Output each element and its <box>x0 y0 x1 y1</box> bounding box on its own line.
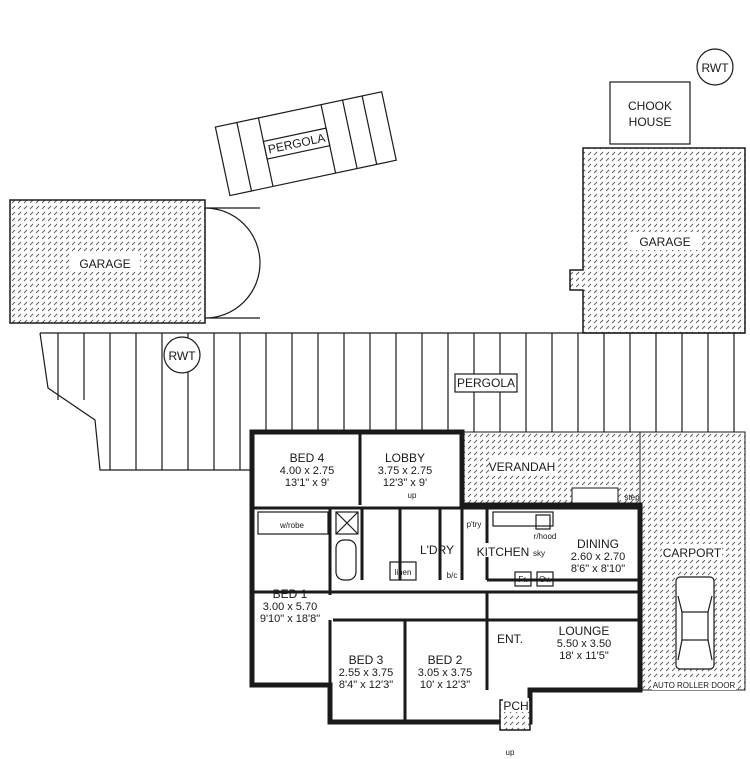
chook-label-2: HOUSE <box>629 115 672 129</box>
room-name: L'DRY <box>420 543 454 557</box>
carport: CARPORT AUTO ROLLER DOOR <box>639 431 746 691</box>
verandah: VERANDAH step <box>461 431 641 506</box>
room-lounge: LOUNGE 5.50 x 3.50 18' x 11'5" <box>557 624 611 662</box>
room-imperial: 9'10" x 18'8" <box>260 613 320 625</box>
chook-label-1: CHOOK <box>628 99 672 113</box>
room-bed4: BED 4 4.00 x 2.75 13'1" x 9' <box>280 451 334 489</box>
room-name: KITCHEN <box>477 545 530 559</box>
room-bed2: BED 2 3.05 x 3.75 10' x 12'3" <box>418 653 472 691</box>
room-metric: 2.55 x 3.75 <box>339 667 393 679</box>
room-name: ENT. <box>497 632 523 646</box>
room-metric: 5.50 x 3.50 <box>557 638 611 650</box>
rainwater-tank-top: RWT <box>696 48 734 86</box>
room-name: DINING <box>577 537 619 551</box>
cooktop-icon <box>535 514 551 530</box>
room-imperial: 13'1" x 9' <box>285 477 329 489</box>
carport-label: CARPORT <box>663 546 722 560</box>
room-entry: ENT. <box>497 632 523 646</box>
up-label: up <box>506 748 515 757</box>
room-name: BED 4 <box>290 451 325 465</box>
pergola-main: PERGOLA RWT <box>39 332 745 471</box>
rwt-left-label: RWT <box>168 349 196 363</box>
garage-right: GARAGE <box>569 147 746 334</box>
sink-icon <box>492 511 554 527</box>
wrobe-label: w/robe <box>279 521 305 530</box>
rainwater-tank-left <box>163 336 201 374</box>
room-metric: 2.60 x 2.70 <box>571 551 625 563</box>
room-name: PCH <box>503 699 528 713</box>
garage-left-label: GARAGE <box>79 257 130 271</box>
room-metric: 3.00 x 5.70 <box>263 601 317 613</box>
pergola-top: PERGOLA <box>214 91 397 197</box>
broom-cupboard-label: b/c <box>447 571 458 580</box>
room-dining: DINING 2.60 x 2.70 8'6" x 8'10" <box>571 537 625 575</box>
verandah-label: VERANDAH <box>489 460 556 474</box>
room-metric: 3.75 x 2.75 <box>378 465 432 477</box>
fridge-label: Fr. <box>518 575 527 584</box>
room-imperial: 8'6" x 8'10" <box>571 563 625 575</box>
room-name: LOBBY <box>385 451 425 465</box>
room-laundry: L'DRY linen b/c <box>395 543 458 580</box>
rwt-label: RWT <box>701 61 729 75</box>
garage-right-label: GARAGE <box>639 235 690 249</box>
room-name: LOUNGE <box>559 624 610 638</box>
step-label: step <box>624 493 640 502</box>
shower-icon <box>335 511 359 535</box>
pergola-main-label: PERGOLA <box>457 376 515 390</box>
linen-label: linen <box>395 568 412 577</box>
oven-label: Ov. <box>539 575 551 584</box>
chook-house: CHOOK HOUSE <box>609 81 691 145</box>
rangehood-label: r/hood <box>534 532 557 541</box>
roller-door-label: AUTO ROLLER DOOR <box>653 681 736 690</box>
bath-icon <box>335 539 357 581</box>
room-name: BED 2 <box>428 653 463 667</box>
room-kitchen: p'try r/hood KITCHEN sky Fr. Ov. <box>467 520 557 584</box>
room-name: BED 1 <box>273 587 308 601</box>
garage-left: GARAGE <box>9 199 261 324</box>
room-lobby: LOBBY 3.75 x 2.75 12'3" x 9' up <box>378 451 432 500</box>
room-imperial: 10' x 12'3" <box>420 679 470 691</box>
room-metric: 3.05 x 3.75 <box>418 667 472 679</box>
room-imperial: 18' x 11'5" <box>559 650 609 662</box>
room-bed3: BED 3 2.55 x 3.75 8'4" x 12'3" <box>339 653 393 691</box>
room-name: BED 3 <box>349 653 384 667</box>
room-bed1: w/robe BED 1 3.00 x 5.70 9'10" x 18'8" <box>260 521 320 625</box>
skylight-label: sky <box>533 549 545 558</box>
room-imperial: 12'3" x 9' <box>383 477 427 489</box>
room-imperial: 8'4" x 12'3" <box>339 679 393 691</box>
room-metric: 4.00 x 2.75 <box>280 465 334 477</box>
room-porch: PCH up <box>503 698 529 757</box>
pantry-label: p'try <box>467 520 482 529</box>
car-icon <box>675 576 715 670</box>
up-label: up <box>408 491 417 500</box>
garage-doors <box>204 207 261 319</box>
